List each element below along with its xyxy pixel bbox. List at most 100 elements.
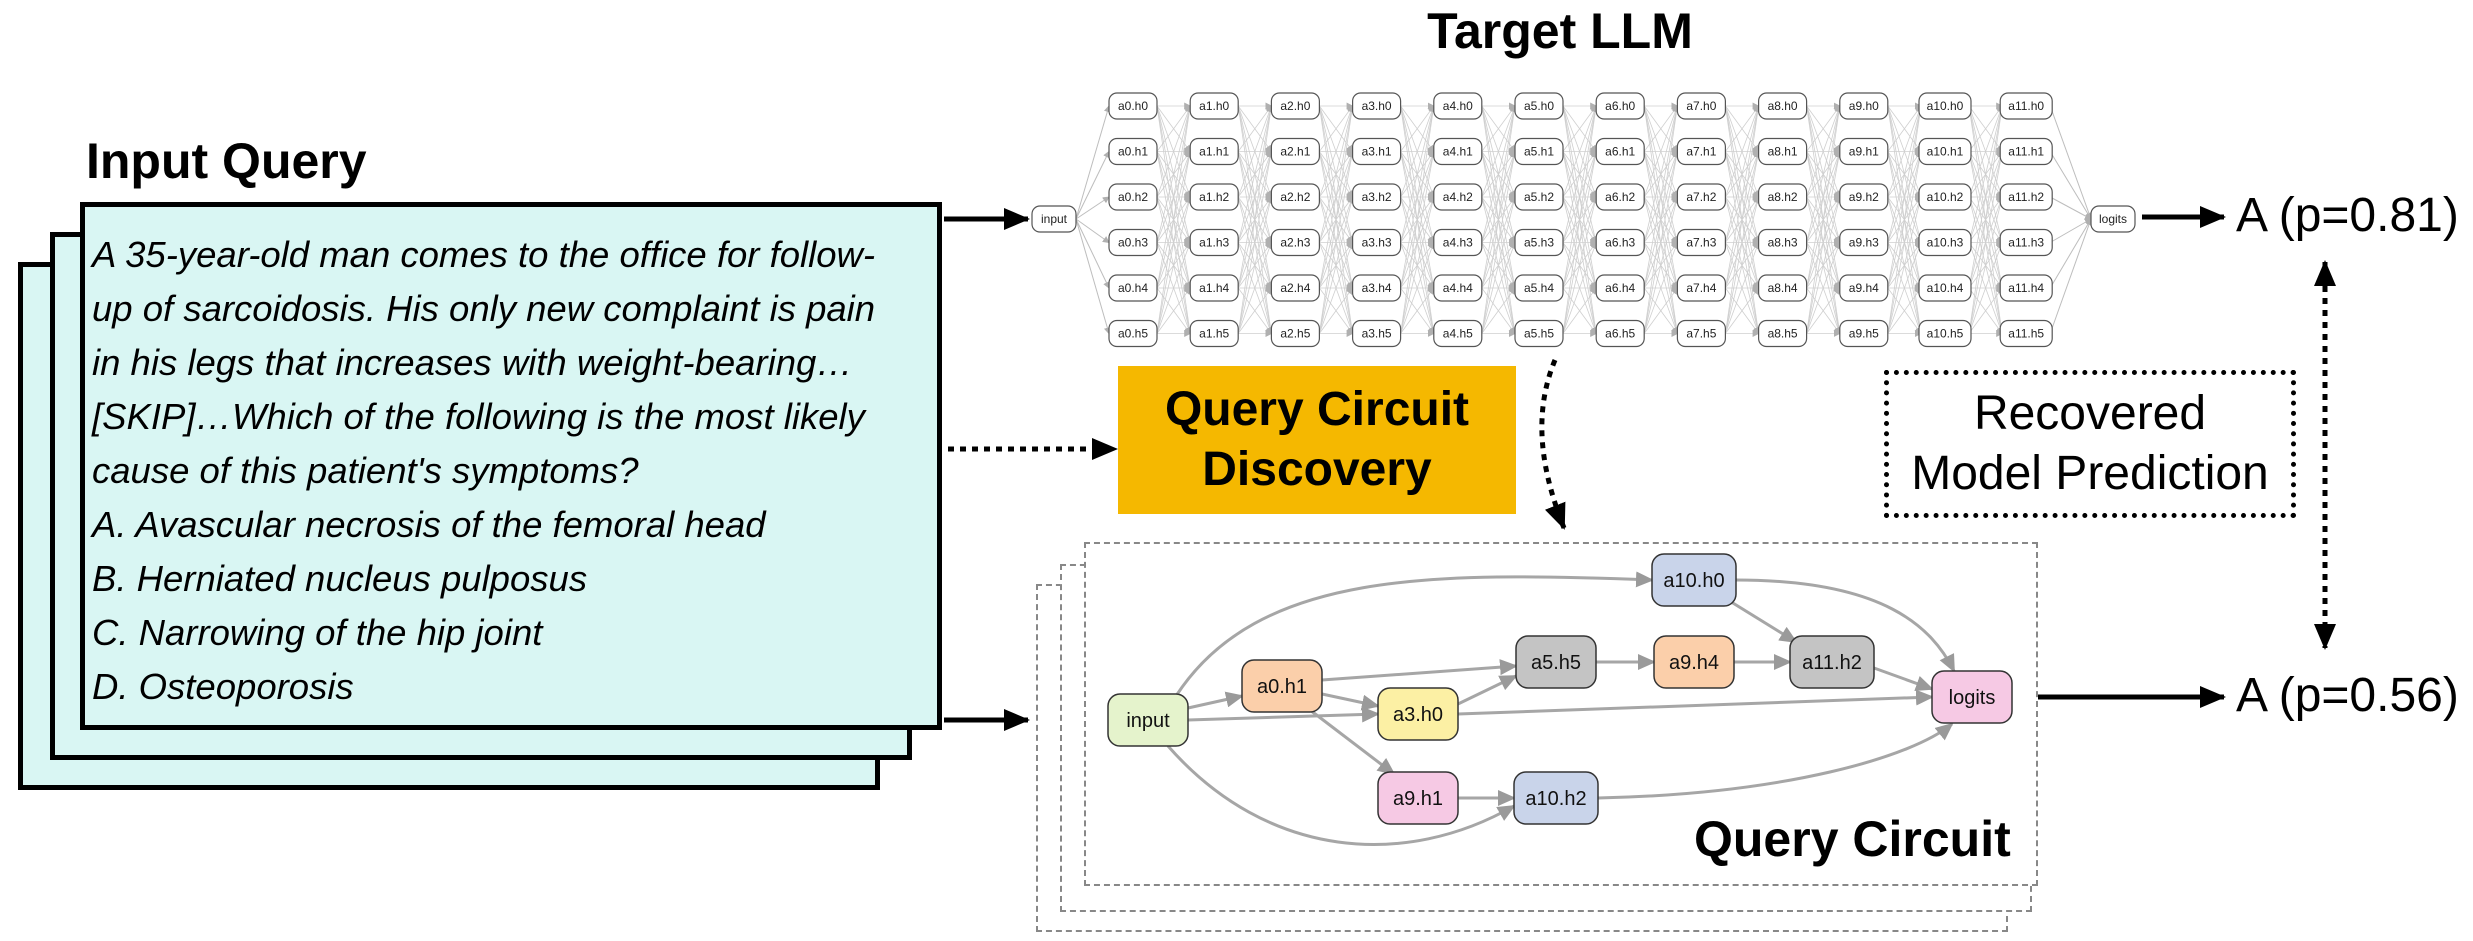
llm-edge [1319,196,1355,334]
input-query-title: Input Query [86,133,367,189]
llm-head-node: a5.h3 [1514,228,1564,257]
llm-head-node-label: a2.h0 [1280,99,1310,113]
circuit-node-label: a10.h0 [1663,570,1724,592]
recovered-line-2: Model Prediction [1911,447,2269,500]
llm-edge [1968,105,2004,198]
llm-head-node-label: a10.h5 [1927,327,1964,341]
llm-edge [1562,105,1599,289]
discovery-line-1: Query Circuit [1164,383,1470,436]
llm-head-node: a5.h0 [1514,92,1564,120]
llm-edge [2049,105,2093,220]
llm-edge [1725,105,1760,198]
llm-head-node: a3.h3 [1351,228,1402,257]
llm-head-node: a0.h3 [1108,228,1158,257]
circuit-edge [1187,706,1380,723]
llm-edge [1481,105,1518,289]
llm-head-node: a6.h4 [1595,274,1645,302]
llm-edge [1481,150,1518,334]
llm-edge [1400,150,1437,334]
llm-head-node: a8.h0 [1757,92,1808,120]
llm-head-node-label: a7.h0 [1686,99,1716,113]
llm-head-node: a1.h4 [1189,274,1239,302]
query-option-d: D. Osteoporosis [92,666,354,707]
recovered-prediction-box: Recovered Model Prediction [1884,370,2296,518]
llm-head-node-label: a1.h5 [1199,327,1229,341]
circuit-frame-front [1084,542,2038,886]
llm-head-node: a2.h2 [1270,183,1321,211]
llm-head-node-label: a8.h1 [1768,145,1798,159]
llm-edge [1562,105,1597,152]
llm-head-node: a8.h5 [1757,319,1808,348]
llm-head-node: a6.h1 [1595,137,1645,166]
llm-edge [1562,105,1599,243]
llm-head-node-label: a6.h0 [1605,99,1635,113]
llm-edge [1400,105,1437,289]
llm-head-node-label: a9.h4 [1849,281,1879,295]
llm-edge [1887,105,1922,152]
llm-head-node-label: a8.h5 [1768,327,1798,341]
llm-head-node-label: a0.h2 [1118,190,1148,204]
llm-edge [1725,105,1761,289]
llm-head-node: a0.h4 [1108,274,1158,302]
circuit-edge [1597,722,1954,800]
circuit-node-label: a3.h0 [1393,704,1443,726]
llm-head-node-label: a2.h2 [1280,190,1310,204]
circuit-node-label: a11.h2 [1802,652,1862,674]
discovery-line-2: Discovery [1202,443,1432,496]
llm-head-node: a1.h3 [1189,228,1239,257]
llm-logits-node: logits [2090,205,2136,233]
llm-head-node: a1.h1 [1189,137,1239,166]
circuit-edge [1457,674,1518,706]
llm-head-node: a7.h1 [1676,137,1727,166]
llm-edge [1237,105,1274,243]
circuit-node-label: logits [1949,687,1996,709]
llm-edge [1562,105,1598,198]
llm-head-node-label: a7.h4 [1686,281,1716,295]
llm-head-node-label: a8.h3 [1768,236,1798,250]
llm-edge [1968,105,2003,152]
llm-head-node-label: a4.h4 [1443,281,1473,295]
llm-head-node: a6.h3 [1595,228,1645,257]
llm-edge [1319,241,1354,334]
llm-head-node: a10.h4 [1918,274,1972,302]
llm-head-node-label: a1.h2 [1199,190,1229,204]
query-line: cause of this patient's symptoms? [92,450,639,491]
llm-head-node: a4.h4 [1433,274,1483,302]
llm-edge [1156,287,1191,334]
circuit-edge [1187,691,1244,710]
llm-head-node-label: a2.h4 [1280,281,1310,295]
llm-head-node: a1.h5 [1189,319,1239,348]
llm-edge [2049,218,2092,243]
circuit-node: a5.h5 [1515,635,1597,689]
llm-head-node-label: a10.h3 [1927,236,1964,250]
llm-head-node: a8.h4 [1757,274,1808,302]
llm-edge [1806,196,1842,334]
circuit-node-label: input [1126,710,1170,732]
llm-head-node: a6.h0 [1595,92,1645,120]
llm-edge [1806,105,1842,198]
circuit-edge [1873,666,1934,692]
llm-head-node-label: a1.h4 [1199,281,1229,295]
llm-head-node: a0.h0 [1108,92,1158,120]
llm-input-node-label: input [1041,212,1068,226]
llm-head-node-label: a9.h2 [1849,190,1879,204]
llm-edge [1237,241,1273,334]
llm-edge [1075,218,1110,244]
query-option-b: B. Herniated nucleus pulposus [92,558,588,599]
llm-head-node: a0.h1 [1108,137,1158,166]
llm-head-node: a9.h0 [1839,92,1889,120]
llm-edge [1400,105,1437,334]
llm-edge [1156,105,1193,334]
llm-head-node-label: a10.h0 [1927,99,1964,113]
llm-edge [1643,196,1680,334]
llm-edge [1643,150,1680,334]
llm-head-node: a10.h0 [1918,92,1972,120]
llm-edge [1481,105,1517,198]
llm-head-node-label: a2.h1 [1280,145,1310,159]
llm-head-node-label: a10.h4 [1927,281,1964,295]
llm-head-node: a4.h2 [1433,183,1483,211]
llm-edge [1968,105,2005,243]
query-line: in his legs that increases with weight-b… [92,342,853,383]
llm-head-node-label: a9.h1 [1849,145,1879,159]
llm-head-node-label: a4.h2 [1443,190,1473,204]
